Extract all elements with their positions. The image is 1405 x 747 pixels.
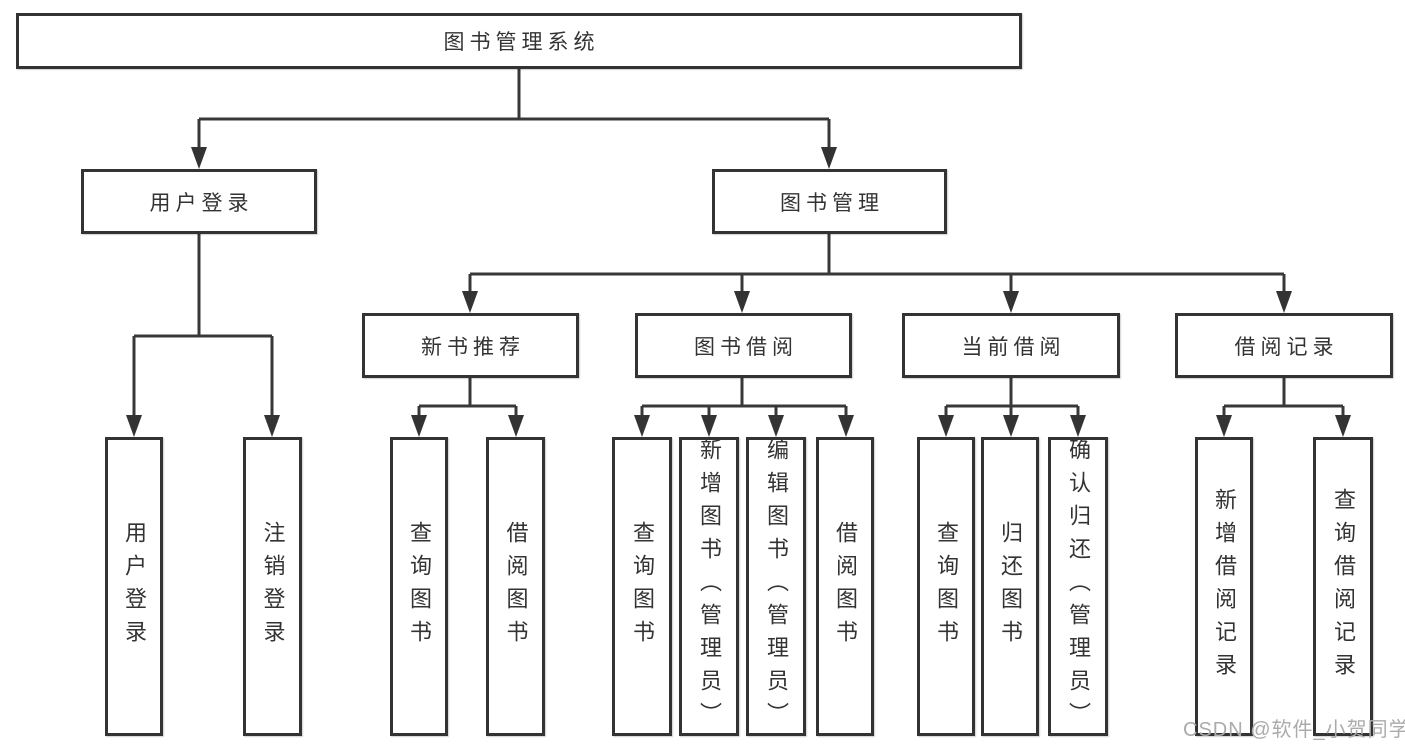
leaf-add-borrow-record: 新增借阅记录 bbox=[1195, 437, 1253, 736]
leaf-confirm-return-admin: 确认归还（管理员） bbox=[1048, 437, 1108, 736]
node-current-borrow: 当前借阅 bbox=[902, 313, 1120, 378]
node-borrow-records: 借阅记录 bbox=[1175, 313, 1393, 378]
node-book-management: 图书管理 bbox=[712, 169, 947, 234]
leaf-add-books-admin: 新增图书（管理员） bbox=[679, 437, 739, 736]
node-new-book-recommend: 新书推荐 bbox=[362, 313, 579, 378]
leaf-return-books: 归还图书 bbox=[981, 437, 1039, 736]
leaf-query-books-current: 查询图书 bbox=[917, 437, 975, 736]
node-current-borrow-label: 当前借阅 bbox=[961, 335, 1066, 359]
node-book-borrow: 图书借阅 bbox=[635, 313, 852, 378]
arrowheads bbox=[126, 147, 1351, 437]
leaf-edit-books-admin: 编辑图书（管理员） bbox=[746, 437, 806, 736]
leaf-user-login: 用户登录 bbox=[105, 437, 163, 736]
leaf-borrow-books-recommend: 借阅图书 bbox=[486, 437, 545, 736]
node-user-login-label: 用户登录 bbox=[149, 191, 254, 215]
node-new-book-recommend-label: 新书推荐 bbox=[421, 335, 525, 359]
node-root: 图书管理系统 bbox=[16, 13, 1022, 69]
leaf-logout: 注销登录 bbox=[243, 437, 302, 736]
leaf-borrow-books: 借阅图书 bbox=[816, 437, 874, 736]
leaf-query-borrow-record: 查询借阅记录 bbox=[1313, 437, 1373, 736]
node-borrow-records-label: 借阅记录 bbox=[1234, 335, 1339, 359]
node-book-borrow-label: 图书借阅 bbox=[694, 335, 798, 359]
node-root-label: 图书管理系统 bbox=[443, 31, 600, 54]
node-book-management-label: 图书管理 bbox=[780, 191, 884, 215]
watermark: CSDN @软件_小贺同学 bbox=[1183, 719, 1405, 741]
node-user-login: 用户登录 bbox=[81, 169, 317, 234]
leaf-query-books-recommend: 查询图书 bbox=[390, 437, 448, 736]
leaf-query-books-borrow: 查询图书 bbox=[612, 437, 672, 736]
